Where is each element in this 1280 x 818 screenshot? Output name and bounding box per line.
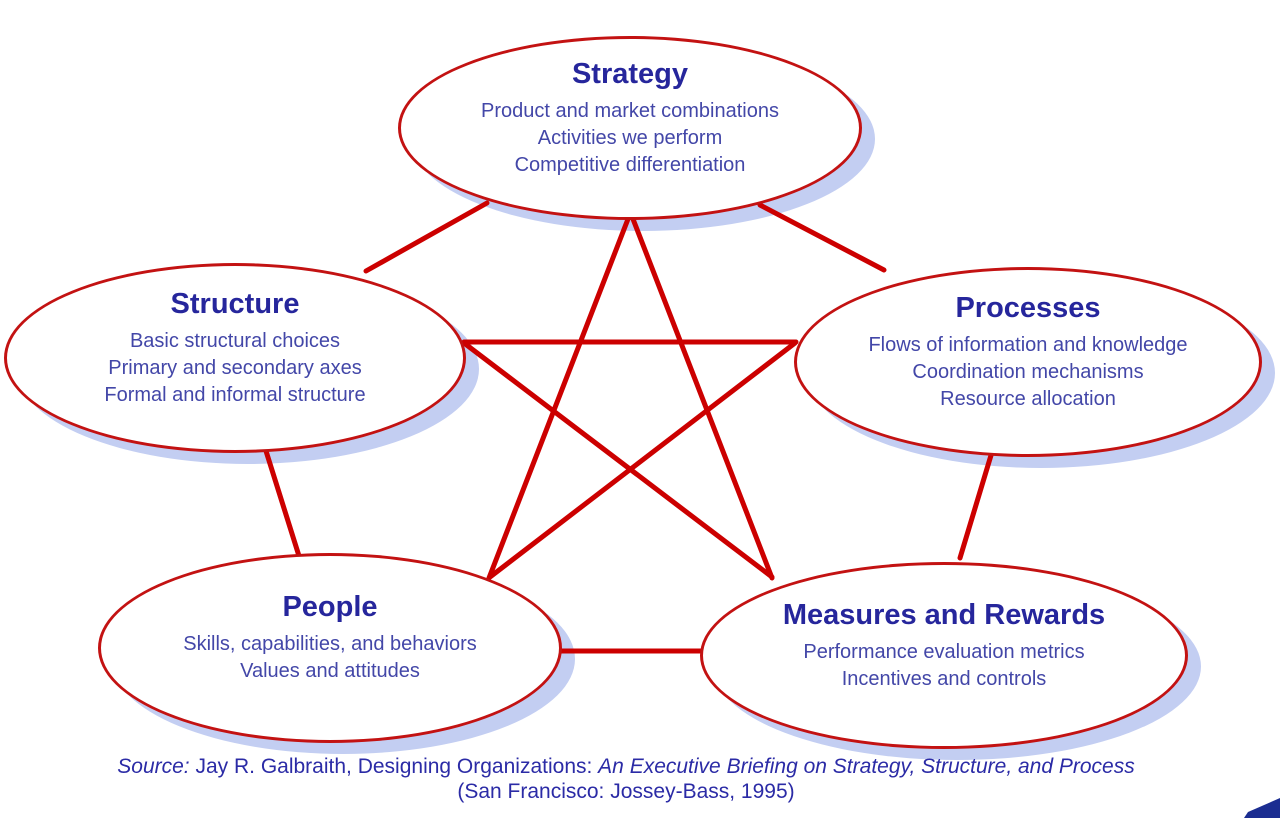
- node-structure: Structure Basic structural choices Prima…: [4, 263, 466, 453]
- source-label: Source:: [117, 755, 190, 778]
- structure-title: Structure: [170, 287, 300, 320]
- source-citation-line1: Source: Jay R. Galbraith, Designing Orga…: [0, 754, 1252, 779]
- structure-line: Primary and secondary axes: [108, 356, 362, 379]
- node-processes: Processes Flows of information and knowl…: [794, 267, 1262, 457]
- source-citation-line2: (San Francisco: Jossey-Bass, 1995): [457, 780, 795, 803]
- processes-line: Coordination mechanisms: [912, 360, 1144, 383]
- edge-strategy-measures: [630, 216, 775, 581]
- strategy-line: Competitive differentiation: [514, 153, 746, 176]
- source-citation-regular: Jay R. Galbraith, Designing Organization…: [189, 755, 599, 778]
- node-strategy: Strategy Product and market combinations…: [398, 36, 862, 220]
- processes-line: Flows of information and knowledge: [868, 333, 1188, 356]
- structure-line: Basic structural choices: [129, 329, 341, 352]
- structure-line: Formal and informal structure: [104, 383, 366, 406]
- source-citation: Source: Jay R. Galbraith, Designing Orga…: [0, 754, 1252, 804]
- edge-structure-people: [263, 448, 302, 559]
- measures-line: Performance evaluation metrics: [803, 640, 1085, 663]
- corner-wedge-decoration: [1244, 798, 1280, 818]
- people-line: Skills, capabilities, and behaviors: [183, 633, 477, 655]
- edge-processes-people: [487, 340, 798, 580]
- edge-processes-measures: [957, 449, 995, 561]
- edge-strategy-people: [486, 216, 631, 581]
- strategy-line: Product and market combinations: [481, 99, 779, 122]
- source-citation-book-title: An Executive Briefing on Strategy, Struc…: [598, 755, 1135, 778]
- processes-title: Processes: [955, 291, 1101, 324]
- node-people: People Skills, capabilities, and behavio…: [98, 553, 562, 743]
- people-title: People: [282, 591, 378, 623]
- processes-line: Resource allocation: [940, 387, 1116, 410]
- node-measures-and-rewards: Measures and Rewards Performance evaluat…: [700, 562, 1188, 749]
- measures-line: Incentives and controls: [841, 667, 1047, 690]
- strategy-line: Activities we perform: [537, 126, 723, 149]
- edge-structure-measures: [461, 340, 775, 580]
- measures-title: Measures and Rewards: [782, 598, 1106, 631]
- people-line: Values and attitudes: [240, 660, 420, 682]
- strategy-title: Strategy: [571, 57, 689, 90]
- edge-strategy-structure: [363, 200, 490, 274]
- edge-strategy-processes: [757, 202, 887, 273]
